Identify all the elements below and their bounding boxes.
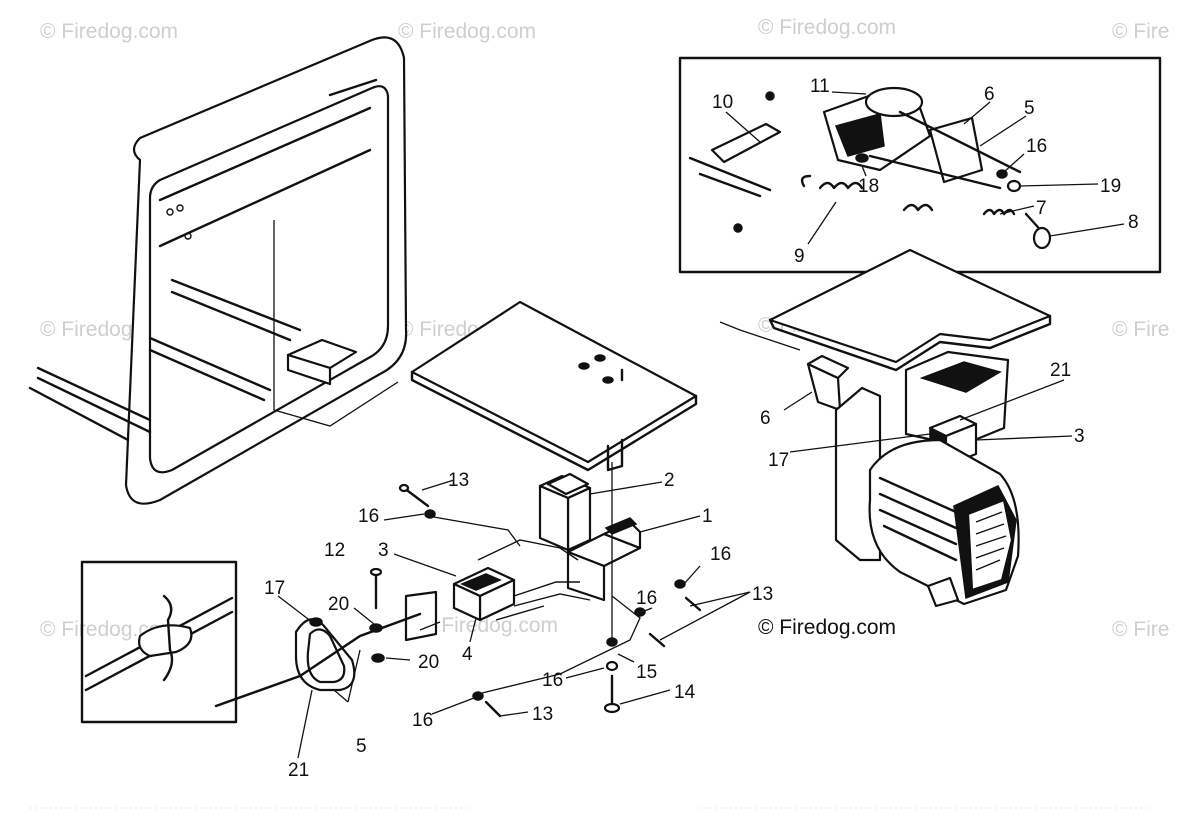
callout-13: 13 xyxy=(752,584,773,605)
watermark-text: © Firedog.com xyxy=(40,20,178,43)
callout-21: 21 xyxy=(288,760,309,781)
alternator-assembly xyxy=(719,248,1073,608)
callout-6: 6 xyxy=(760,408,771,429)
callout-18: 18 xyxy=(858,176,879,197)
end-cover-assembly xyxy=(214,612,422,708)
generator-frame xyxy=(28,36,408,505)
watermark-text: © Firedog.com xyxy=(758,16,896,39)
center-mounting-plate xyxy=(410,300,698,472)
detail-inset-bottom-left xyxy=(80,560,238,724)
watermark-text: © Firedog.com xyxy=(420,614,558,637)
watermark-text: © Fire xyxy=(1112,20,1169,43)
center-leader-lines xyxy=(277,479,751,759)
callout-16: 16 xyxy=(358,506,379,527)
callout-7: 7 xyxy=(1036,198,1047,219)
detail-inset-top-right xyxy=(678,56,1162,274)
callout-16: 16 xyxy=(1026,136,1047,157)
callout-11: 11 xyxy=(810,76,830,97)
watermark-text: © Fire xyxy=(1112,318,1169,341)
callout-13: 13 xyxy=(448,470,469,491)
center-callouts: 13 2 16 1 3 12 16 13 17 20 16 4 20 16 15… xyxy=(264,470,773,781)
callout-16: 16 xyxy=(412,710,433,731)
callout-5: 5 xyxy=(1024,98,1035,119)
callout-1: 1 xyxy=(702,506,713,527)
callout-16: 16 xyxy=(542,670,563,691)
callout-5: 5 xyxy=(356,736,367,757)
inset-callouts: 11 10 6 5 16 18 19 7 8 9 xyxy=(712,76,1139,267)
right-callouts: 21 6 3 17 xyxy=(760,360,1085,471)
callout-16: 16 xyxy=(710,544,731,565)
watermark-text: © Firedog.com xyxy=(398,20,536,43)
callout-12: 12 xyxy=(324,540,345,561)
callout-16: 16 xyxy=(636,588,657,609)
center-bracket-assembly xyxy=(369,462,702,718)
callout-3: 3 xyxy=(378,540,389,561)
callout-9: 9 xyxy=(794,246,805,267)
callout-2: 2 xyxy=(664,470,675,491)
callout-6: 6 xyxy=(984,84,995,105)
callout-21: 21 xyxy=(1050,360,1071,381)
callout-10: 10 xyxy=(712,92,733,113)
callout-20: 20 xyxy=(418,652,439,673)
callout-4: 4 xyxy=(462,644,473,665)
callout-14: 14 xyxy=(674,682,696,703)
callout-19: 19 xyxy=(1100,176,1121,197)
callout-13: 13 xyxy=(532,704,553,725)
callout-17: 17 xyxy=(768,450,789,471)
callout-3: 3 xyxy=(1074,426,1085,447)
firedog-watermark: © Firedog.com xyxy=(758,616,896,639)
watermark-text: © Fire xyxy=(1112,618,1169,641)
callout-15: 15 xyxy=(636,662,657,683)
callout-17: 17 xyxy=(264,578,285,599)
callout-20: 20 xyxy=(328,594,349,615)
callout-8: 8 xyxy=(1128,212,1139,233)
